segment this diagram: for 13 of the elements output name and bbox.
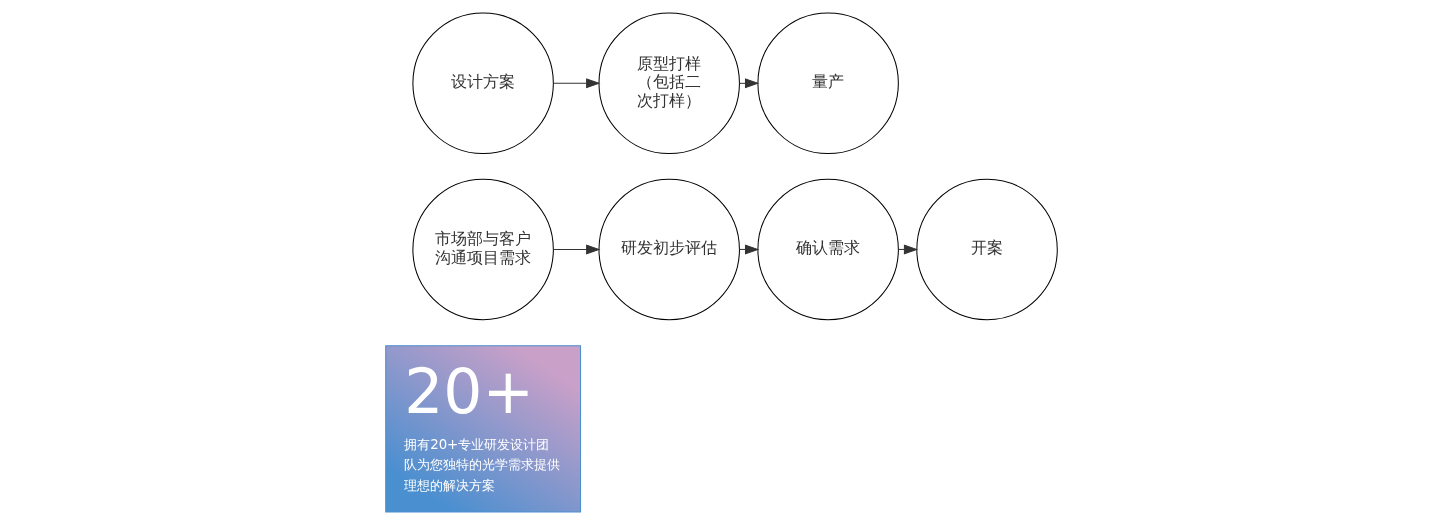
node-circle: 研发初步评估: [597, 178, 740, 320]
arrow: [738, 243, 759, 254]
node-box: 20+ 拥有20+专业研发设计团队为您独特的光学需求提供理想的解决方案: [384, 344, 581, 512]
node-circle: 量产: [756, 12, 899, 154]
node-circle: 原型打样（包括二次打样）: [597, 12, 740, 154]
node-circle: 确认需求: [756, 178, 899, 320]
node-circle: 市场部与客户沟通项目需求: [411, 178, 554, 320]
arrow: [552, 77, 600, 88]
node-circle: 开案: [915, 178, 1058, 320]
arrow: [552, 243, 600, 254]
arrow: [738, 77, 759, 88]
node-circle: 设计方案: [411, 12, 554, 154]
arrow: [897, 243, 918, 254]
